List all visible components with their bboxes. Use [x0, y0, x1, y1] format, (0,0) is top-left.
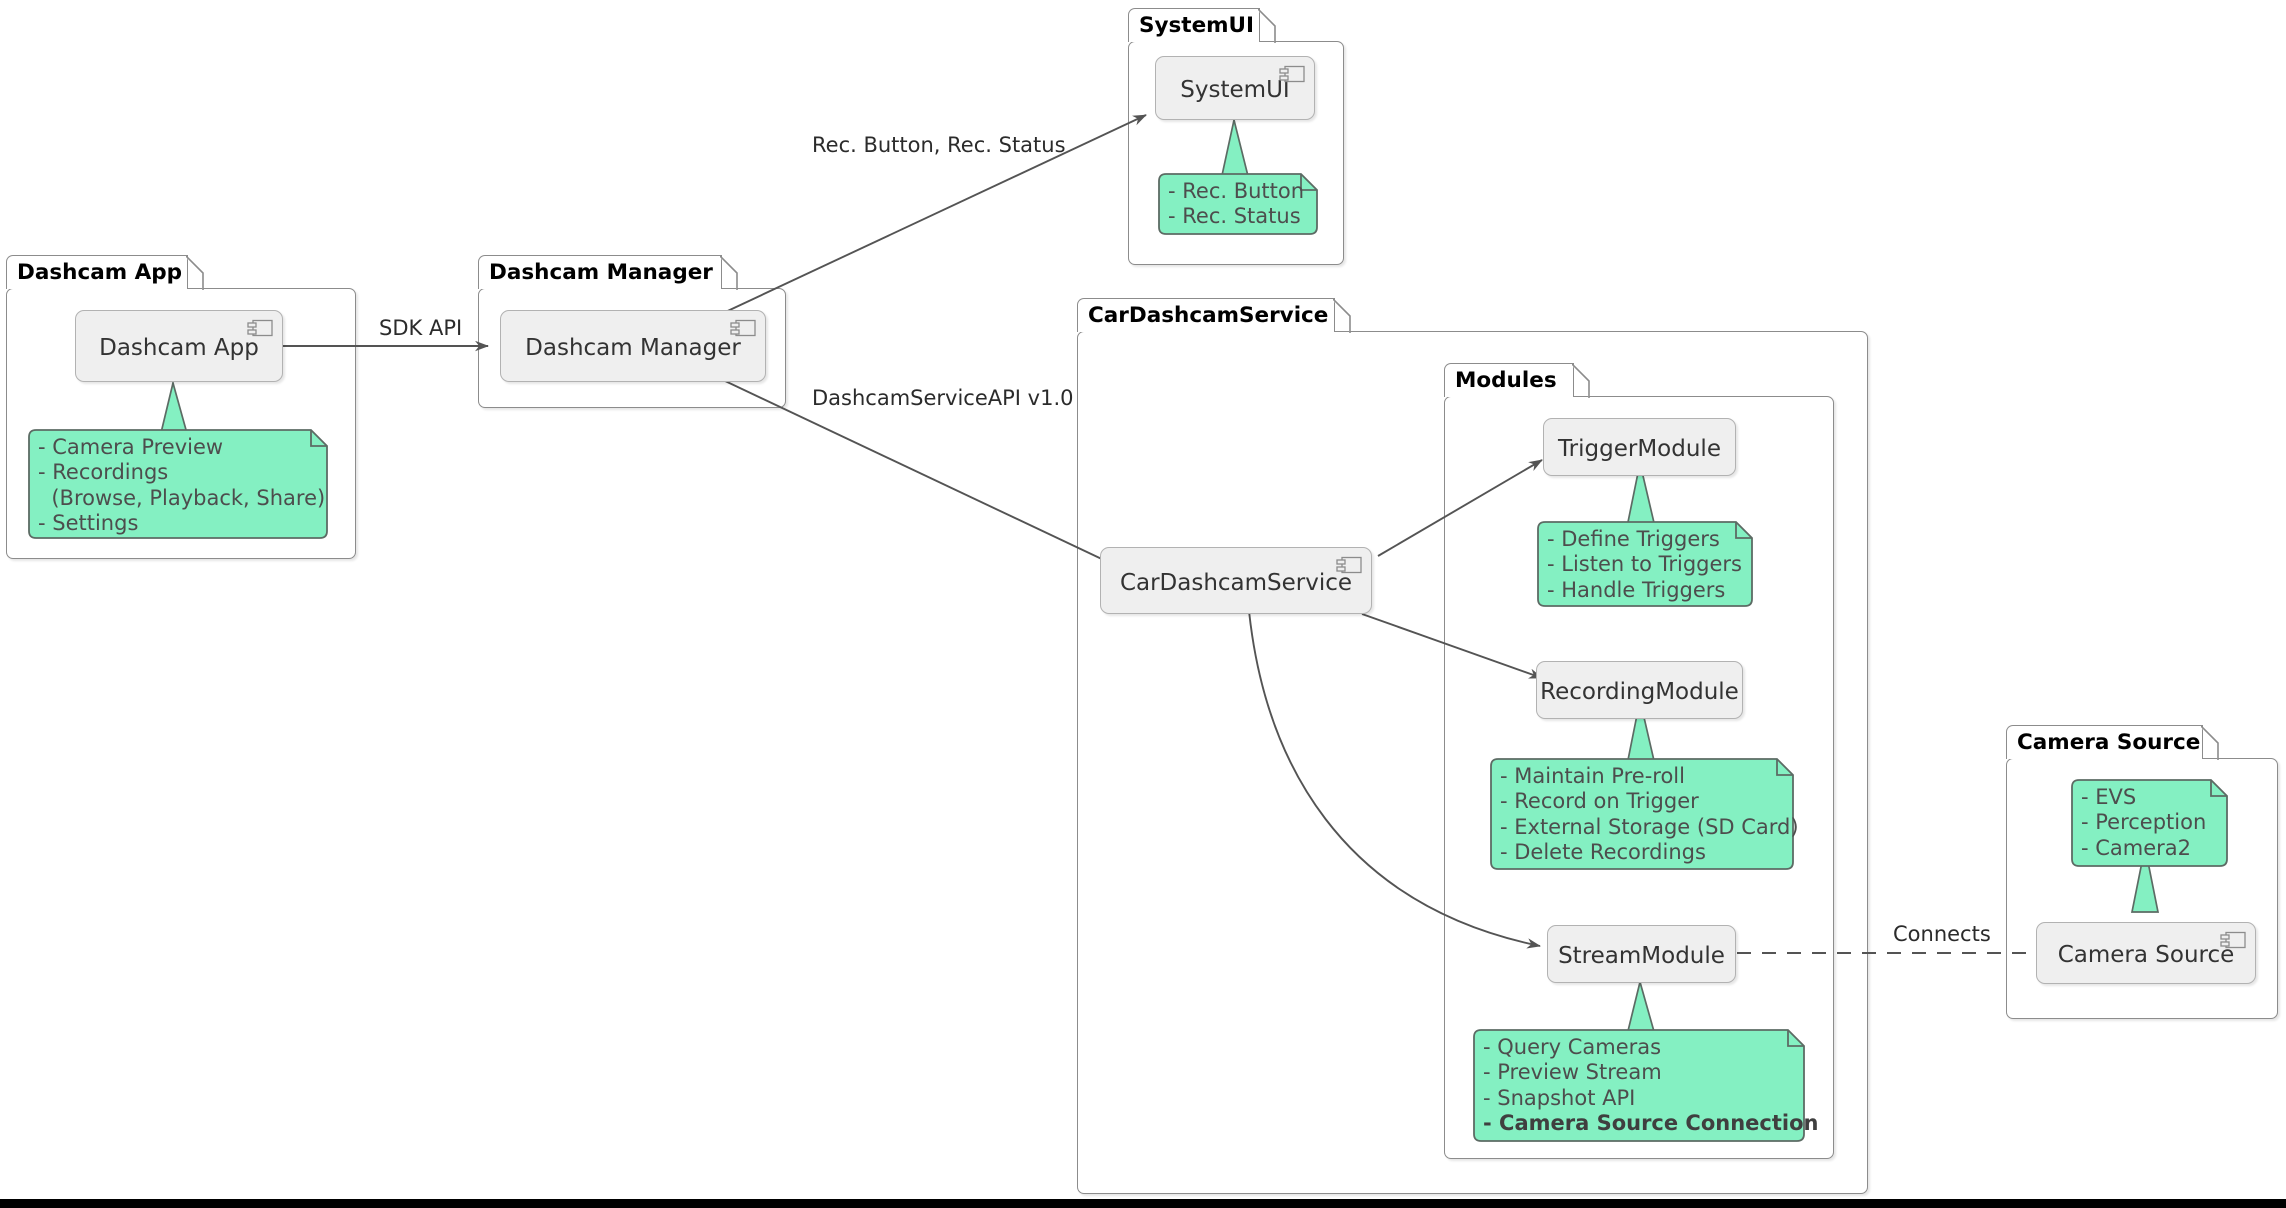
package-label-systemui: SystemUI: [1139, 13, 1255, 38]
note-shape: [1473, 1029, 1805, 1142]
note-shape: [1158, 173, 1318, 235]
note-camera-source: - EVS - Perception - Camera2: [2068, 778, 2231, 870]
note-text-recordingmodule: - Maintain Pre-roll - Record on Trigger …: [1500, 764, 1799, 865]
package-tab-systemui: SystemUI: [1128, 8, 1276, 43]
component-cardashcamservice[interactable]: CarDashcamService: [1100, 547, 1372, 614]
package-tab-dashcam-manager: Dashcam Manager: [478, 255, 738, 290]
component-streammodule[interactable]: StreamModule: [1547, 925, 1736, 983]
edge-label-rec-button-status: Rec. Button, Rec. Status: [812, 133, 1066, 157]
package-tab-corner-icon: [1258, 9, 1276, 43]
component-label-recordingmodule: RecordingModule: [1540, 679, 1739, 705]
component-label-dashcam-app: Dashcam App: [99, 335, 259, 361]
note-recordingmodule: - Maintain Pre-roll - Record on Trigger …: [1487, 757, 1799, 873]
edge-label-dashcamserviceapi: DashcamServiceAPI v1.0: [812, 386, 1074, 410]
note-line-camera-source-connection: - Camera Source Connection: [1483, 1111, 1819, 1136]
package-tab-corner-icon: [720, 256, 738, 290]
component-label-cardashcamservice: CarDashcamService: [1119, 569, 1353, 596]
package-label-dashcam-app: Dashcam App: [17, 260, 183, 285]
note-text-triggermodule: - Define Triggers - Listen to Triggers -…: [1547, 527, 1742, 602]
component-label-triggermodule: TriggerModule: [1558, 436, 1721, 462]
bottom-border-bar: [0, 1199, 2286, 1208]
note-text-systemui: - Rec. Button - Rec. Status: [1168, 179, 1305, 229]
component-icon: [2220, 931, 2246, 949]
component-icon: [247, 319, 273, 337]
package-label-modules: Modules: [1455, 368, 1557, 393]
component-triggermodule[interactable]: TriggerModule: [1543, 418, 1736, 476]
package-tab-modules: Modules: [1444, 363, 1590, 398]
package-label-camera-source: Camera Source: [2017, 730, 2201, 755]
note-line-snapshot-api: - Snapshot API: [1483, 1085, 1636, 1110]
component-label-streammodule: StreamModule: [1558, 943, 1725, 969]
note-shape: [28, 429, 328, 539]
package-tab-corner-icon: [2201, 726, 2219, 760]
package-label-cardashcamservice: CarDashcamService: [1088, 303, 1329, 328]
component-dashcam-app[interactable]: Dashcam App: [75, 310, 283, 382]
package-tab-corner-icon: [186, 256, 204, 290]
note-triggermodule: - Define Triggers - Listen to Triggers -…: [1534, 520, 1756, 610]
note-text-dashcam-app: - Camera Preview - Recordings (Browse, P…: [38, 435, 326, 536]
component-camera-source[interactable]: Camera Source: [2036, 922, 2256, 984]
component-icon: [730, 319, 756, 337]
package-label-dashcam-manager: Dashcam Manager: [489, 260, 713, 285]
package-tab-corner-icon: [1572, 364, 1590, 398]
note-line-query-cameras: - Query Cameras: [1483, 1035, 1662, 1059]
note-shape: [2071, 779, 2228, 867]
component-label-systemui: SystemUI: [1180, 77, 1290, 103]
note-text-streammodule: - Query Cameras - Preview Stream - Snaps…: [1483, 1035, 1818, 1137]
note-line-preview-stream: - Preview Stream: [1483, 1060, 1662, 1085]
component-systemui[interactable]: SystemUI: [1155, 56, 1315, 120]
package-tab-cardashcamservice: CarDashcamService: [1077, 298, 1351, 333]
component-label-dashcam-manager: Dashcam Manager: [525, 335, 741, 361]
package-tab-dashcam-app: Dashcam App: [6, 255, 204, 290]
component-icon: [1336, 556, 1362, 574]
package-tab-corner-icon: [1333, 299, 1351, 333]
component-icon: [1279, 65, 1305, 83]
note-dashcam-app: - Camera Preview - Recordings (Browse, P…: [25, 428, 331, 542]
edge-label-sdk-api: SDK API: [379, 316, 463, 340]
component-recordingmodule[interactable]: RecordingModule: [1536, 661, 1743, 719]
component-dashcam-manager[interactable]: Dashcam Manager: [500, 310, 766, 382]
edge-label-connects: Connects: [1893, 922, 1991, 946]
note-systemui: - Rec. Button - Rec. Status: [1155, 172, 1321, 238]
note-streammodule: - Query Cameras - Preview Stream - Snaps…: [1470, 1028, 1818, 1145]
component-label-camera-source: Camera Source: [2057, 942, 2235, 968]
package-tab-camera-source: Camera Source: [2006, 725, 2219, 760]
note-text-camera-source: - EVS - Perception - Camera2: [2081, 785, 2207, 860]
